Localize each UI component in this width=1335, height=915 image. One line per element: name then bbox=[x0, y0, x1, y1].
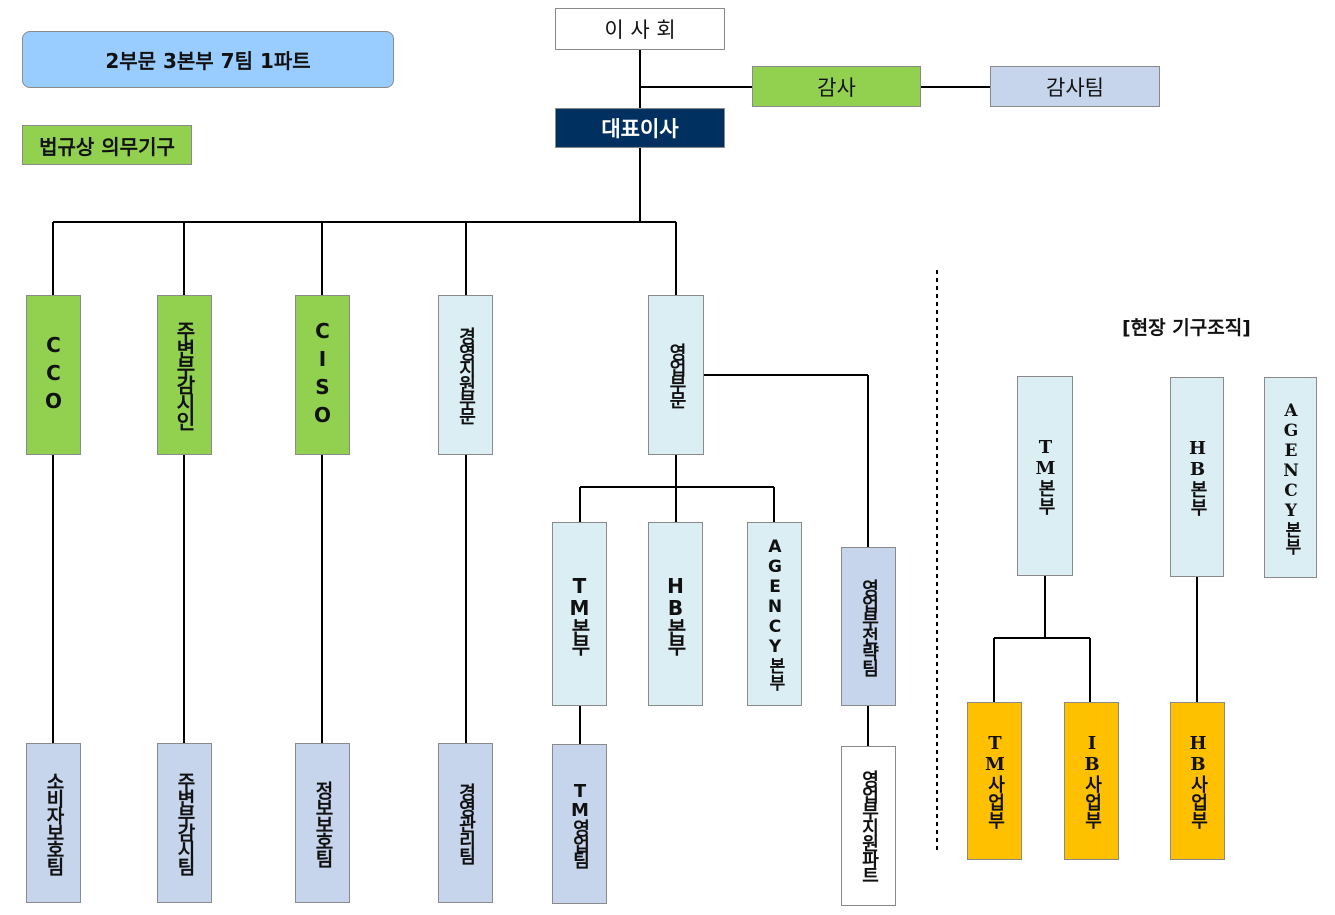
auditor-box: 감사 bbox=[752, 66, 921, 107]
field-title: [현장 기구조직] bbox=[1122, 317, 1251, 339]
agency-hq-box: AGENCY본부 bbox=[747, 522, 802, 706]
board-box: 이 사 회 bbox=[555, 8, 725, 50]
consumer-team-box: 소비자보호팀 bbox=[26, 743, 81, 903]
field-tm-biz-box: TM사업부 bbox=[967, 702, 1022, 860]
supervision-team-box: 주변부감시팀 bbox=[157, 743, 212, 903]
summary-badge: 2부문 3본부 7팀 1파트 bbox=[22, 31, 394, 88]
audit-team-box: 감사팀 bbox=[990, 66, 1160, 107]
sales-division-box: 영업부문 bbox=[648, 295, 704, 455]
legend-mandatory: 법규상 의무기구 bbox=[22, 125, 192, 165]
tm-hq-box: TM본부 bbox=[552, 522, 607, 706]
sales-support-part-box: 영업부지원파트 bbox=[841, 746, 896, 906]
ciso-box: CISO bbox=[295, 295, 350, 455]
sales-strategy-team-box: 영업부전략팀 bbox=[841, 547, 896, 706]
hb-hq-box: HB본부 bbox=[648, 522, 703, 706]
field-hb-hq-box: HB본부 bbox=[1170, 377, 1224, 577]
ceo-box: 대표이사 bbox=[555, 108, 725, 148]
info-security-team-box: 정보보호팀 bbox=[295, 743, 350, 903]
field-hb-biz-box: HB사업부 bbox=[1170, 702, 1225, 860]
management-team-box: 경영관리팀 bbox=[438, 743, 493, 903]
management-support-box: 경영지원부문 bbox=[438, 295, 493, 455]
cco-box: CCO bbox=[26, 295, 81, 455]
field-tm-hq-box: TM본부 bbox=[1017, 376, 1073, 576]
tm-sales-team-box: TM영업팀 bbox=[552, 744, 607, 904]
customer-supervisor-box: 주변부감시인 bbox=[157, 295, 212, 455]
field-agency-hq-box: AGENCY본부 bbox=[1264, 377, 1317, 578]
field-ib-biz-box: IB사업부 bbox=[1064, 702, 1119, 860]
